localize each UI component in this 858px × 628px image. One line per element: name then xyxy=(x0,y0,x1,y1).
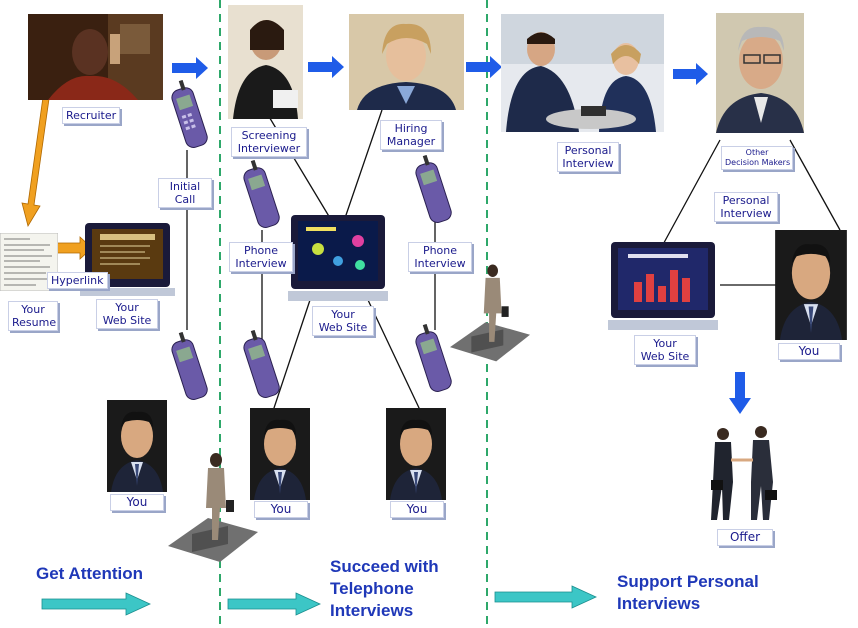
decision-maker-photo xyxy=(716,13,804,133)
personal-interview-photo xyxy=(501,14,664,132)
phase-telephone-line2: Telephone xyxy=(330,579,414,598)
phone-hiring xyxy=(412,155,452,227)
phase-get-attention-text: Get Attention xyxy=(36,564,144,583)
web-site-b-line1: Your xyxy=(331,308,355,321)
phone-interview-b-line1: Phone xyxy=(422,244,458,257)
resume-line1: Your xyxy=(21,303,45,316)
phase-get-attention: Get Attention xyxy=(36,563,143,585)
personal-right-line2: Interview xyxy=(720,207,772,220)
initial-call-line1: Initial xyxy=(169,180,201,193)
phone-interview-b-line2: Interview xyxy=(414,257,466,270)
phone-you-2 xyxy=(240,330,280,402)
web-site-c-line2: Web Site xyxy=(640,350,690,363)
phone-you-3 xyxy=(412,324,452,396)
offer-handshake-photo xyxy=(703,420,783,525)
walking-businessman-2 xyxy=(450,255,530,370)
phone-screening xyxy=(240,160,280,232)
process-arrows xyxy=(172,56,751,414)
web-site-a-line1: Your xyxy=(115,301,139,314)
hyperlink-text: Hyperlink xyxy=(51,274,104,287)
resume-line2: Resume xyxy=(12,316,57,329)
you-label-2: You xyxy=(254,501,308,518)
phase-arrows xyxy=(41,585,597,616)
personal-line2: Interview xyxy=(562,157,614,170)
hiring-manager-photo xyxy=(349,14,464,110)
web-site-monitor-a xyxy=(80,220,175,300)
web-site-a-line2: Web Site xyxy=(102,314,152,327)
hiring-line2: Manager xyxy=(386,135,436,148)
recruiter-photo xyxy=(28,14,163,100)
you-label-1: You xyxy=(110,494,164,511)
you-text-2: You xyxy=(270,502,292,516)
web-site-b-line2: Web Site xyxy=(318,321,368,334)
personal-right-line1: Personal xyxy=(722,194,770,207)
offer-text: Offer xyxy=(729,530,761,544)
phase-personal-line2: Interviews xyxy=(617,594,701,613)
recruiter-label: Recruiter xyxy=(62,107,121,124)
other-line2: Decision Makers xyxy=(725,158,791,167)
offer-label: Offer xyxy=(717,529,773,546)
you-photo-4 xyxy=(773,230,849,340)
you-photo-1 xyxy=(107,400,167,492)
screening-line1: Screening xyxy=(241,129,297,142)
web-site-monitor-c xyxy=(608,240,718,332)
phone-initial-call xyxy=(168,80,208,152)
other-line1: Other xyxy=(745,148,769,157)
phone-interview-a-line2: Interview xyxy=(235,257,287,270)
resume-document xyxy=(0,233,58,291)
personal-line1: Personal xyxy=(564,144,612,157)
phone-you-1 xyxy=(168,332,208,404)
screening-interviewer-photo xyxy=(228,5,303,119)
you-text-1: You xyxy=(126,495,148,509)
you-photo-2 xyxy=(250,408,310,500)
you-label-4: You xyxy=(778,343,840,360)
phase-telephone-line1: Succeed with xyxy=(330,557,439,576)
phone-interview-a-line1: Phone xyxy=(243,244,279,257)
you-photo-3 xyxy=(386,408,446,500)
screening-line2: Interviewer xyxy=(237,142,301,155)
you-label-3: You xyxy=(390,501,444,518)
phase-personal-line1: Support Personal xyxy=(617,572,759,591)
you-text-4: You xyxy=(798,344,820,358)
hiring-line1: Hiring xyxy=(394,122,428,135)
you-text-3: You xyxy=(406,502,428,516)
initial-call-line2: Call xyxy=(174,193,196,206)
hyperlink-label: Hyperlink xyxy=(47,272,108,289)
web-site-monitor-b xyxy=(288,213,388,303)
phase-telephone-line3: Interviews xyxy=(330,601,414,620)
walking-businessman-1 xyxy=(168,448,258,566)
recruiter-text: Recruiter xyxy=(66,109,117,122)
web-site-c-line1: Your xyxy=(653,337,677,350)
